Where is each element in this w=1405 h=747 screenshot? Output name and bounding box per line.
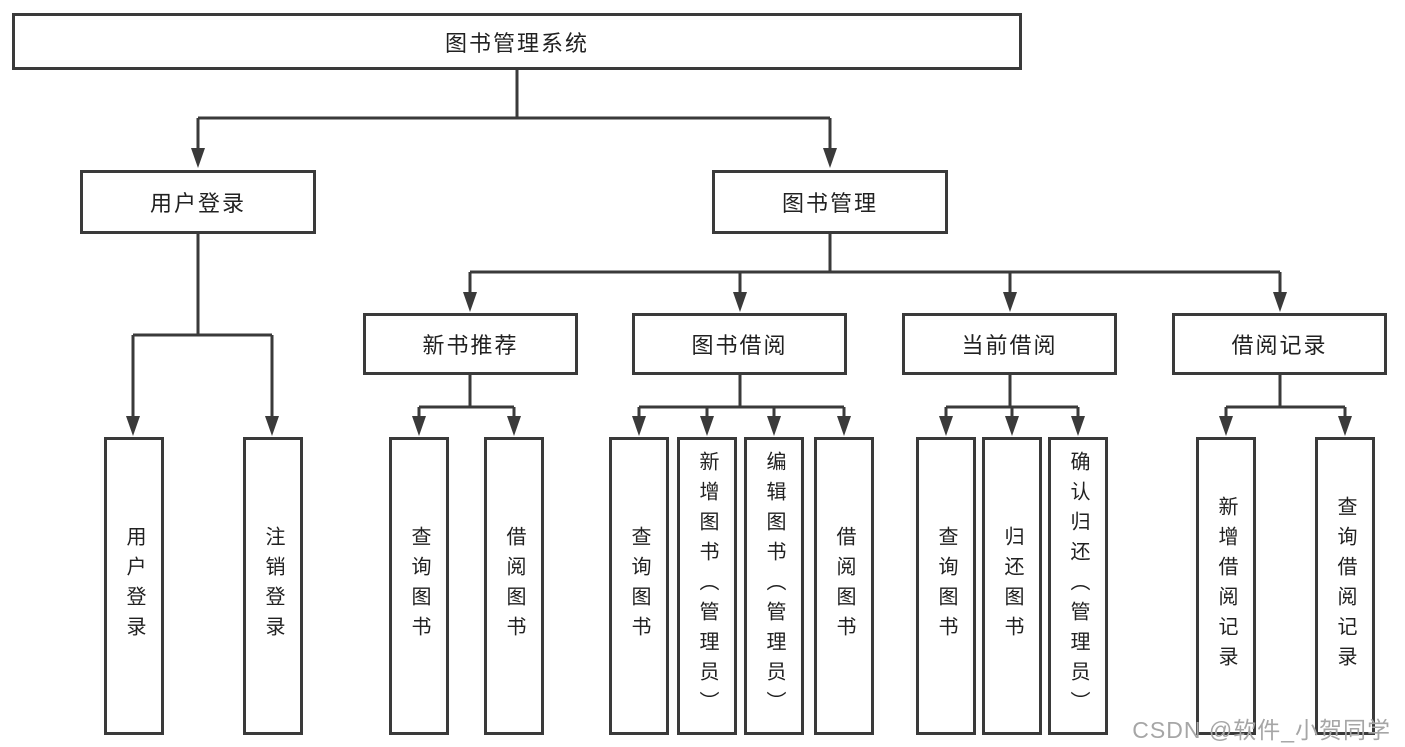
node-book-management-branch: 图书管理	[712, 170, 948, 234]
connector-borrowing-records-to-leaves	[1219, 375, 1352, 436]
connector-current-borrowing-to-leaves	[939, 375, 1085, 436]
node-library-management-system: 图书管理系统	[12, 13, 1022, 70]
node-current-borrowing: 当前借阅	[902, 313, 1117, 375]
leaf-edit-book-admin: 编辑图书（管理员）	[744, 437, 804, 735]
connector-new-book-recommendation-to-leaves	[412, 375, 521, 436]
connector-book-borrowing-to-leaves	[632, 375, 851, 436]
node-label: 归还图书	[1001, 526, 1023, 646]
node-label: 借阅图书	[503, 526, 525, 646]
leaf-query-books-newrec: 查询图书	[389, 437, 449, 735]
leaf-query-books-current: 查询图书	[916, 437, 976, 735]
node-user-login-branch: 用户登录	[80, 170, 316, 234]
node-label: 查询图书	[935, 526, 957, 646]
node-label: 借阅图书	[833, 526, 855, 646]
leaf-query-books-borrowing: 查询图书	[609, 437, 669, 735]
node-borrowing-records: 借阅记录	[1172, 313, 1387, 375]
node-label: 图书借阅	[691, 333, 788, 358]
node-label: 借阅记录	[1231, 333, 1328, 358]
node-label: 图书管理	[781, 191, 878, 216]
node-label: 新增借阅记录	[1215, 496, 1237, 676]
node-label: 查询借阅记录	[1334, 496, 1356, 676]
leaf-query-borrow-record: 查询借阅记录	[1315, 437, 1375, 735]
node-label: 新书推荐	[422, 333, 519, 358]
node-label: 用户登录	[149, 191, 246, 216]
leaf-user-login: 用户登录	[104, 437, 164, 735]
leaf-borrow-books-borrowing: 借阅图书	[814, 437, 874, 735]
node-label: 图书管理系统	[444, 30, 589, 56]
node-label: 编辑图书（管理员）	[763, 451, 785, 721]
node-label: 确认归还（管理员）	[1067, 451, 1089, 721]
node-label: 注销登录	[262, 526, 284, 646]
leaf-return-books: 归还图书	[982, 437, 1042, 735]
node-new-book-recommendation: 新书推荐	[363, 313, 578, 375]
node-book-borrowing: 图书借阅	[632, 313, 847, 375]
leaf-add-book-admin: 新增图书（管理员）	[677, 437, 737, 735]
leaf-confirm-return-admin: 确认归还（管理员）	[1048, 437, 1108, 735]
leaf-borrow-books-newrec: 借阅图书	[484, 437, 544, 735]
connector-book-management-to-level3	[463, 234, 1287, 312]
csdn-watermark: CSDN @软件_小贺同学	[1132, 717, 1391, 743]
connector-root-to-level2	[191, 70, 837, 168]
connector-user-login-to-leaves	[126, 234, 279, 436]
node-label: 查询图书	[408, 526, 430, 646]
node-label: 当前借阅	[961, 333, 1058, 358]
node-label: 用户登录	[123, 526, 145, 646]
node-label: 新增图书（管理员）	[696, 451, 718, 721]
leaf-add-borrow-record: 新增借阅记录	[1196, 437, 1256, 735]
node-label: 查询图书	[628, 526, 650, 646]
leaf-logout: 注销登录	[243, 437, 303, 735]
